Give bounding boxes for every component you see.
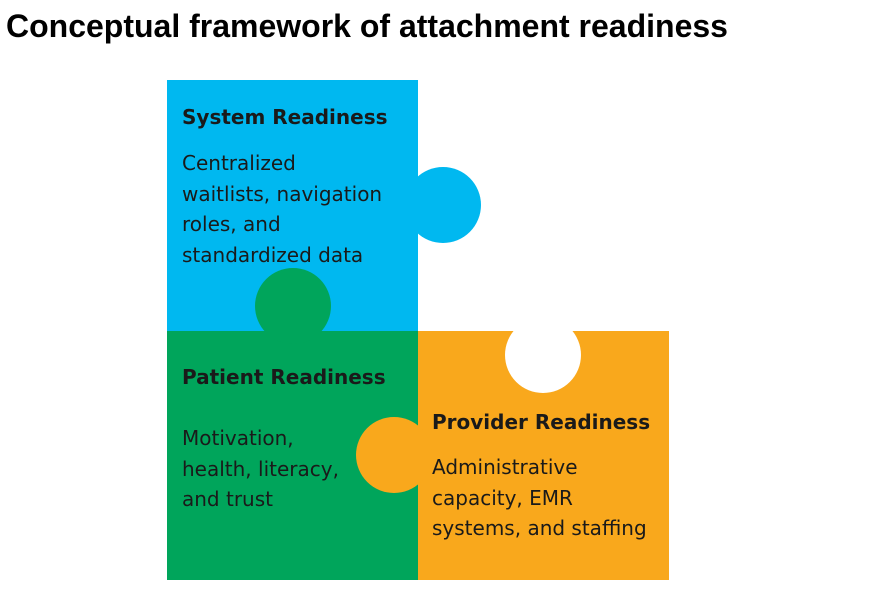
description-line: systems, and staffing — [432, 516, 647, 540]
description-line: roles, and — [182, 212, 281, 236]
description-line: health, literacy, — [182, 456, 339, 481]
system-piece-tab — [405, 167, 481, 243]
description-line: Centralized — [182, 151, 296, 175]
description-line: capacity, EMR — [432, 485, 573, 510]
description-line: standardized data — [182, 242, 364, 267]
description-line: and trust — [182, 487, 273, 511]
description-line: Motivation, — [182, 426, 294, 450]
description-line: waitlists, navigation — [182, 181, 383, 206]
system-readiness-description: Centralized waitlists, navigation roles,… — [182, 148, 382, 270]
provider-readiness-piece — [356, 317, 669, 580]
system-readiness-heading: System Readiness — [182, 105, 388, 129]
provider-piece-blank — [505, 317, 581, 393]
patient-readiness-description: Motivation, health, literacy, and trust — [182, 423, 339, 515]
patient-piece-tab — [255, 268, 331, 344]
provider-readiness-heading: Provider Readiness — [432, 410, 651, 434]
page-title: Conceptual framework of attachment readi… — [6, 8, 728, 44]
patient-readiness-heading: Patient Readiness — [182, 365, 386, 389]
provider-readiness-description: Administrative capacity, EMR systems, an… — [432, 452, 647, 544]
description-line: Administrative — [432, 455, 578, 479]
provider-piece-tab — [356, 417, 432, 493]
